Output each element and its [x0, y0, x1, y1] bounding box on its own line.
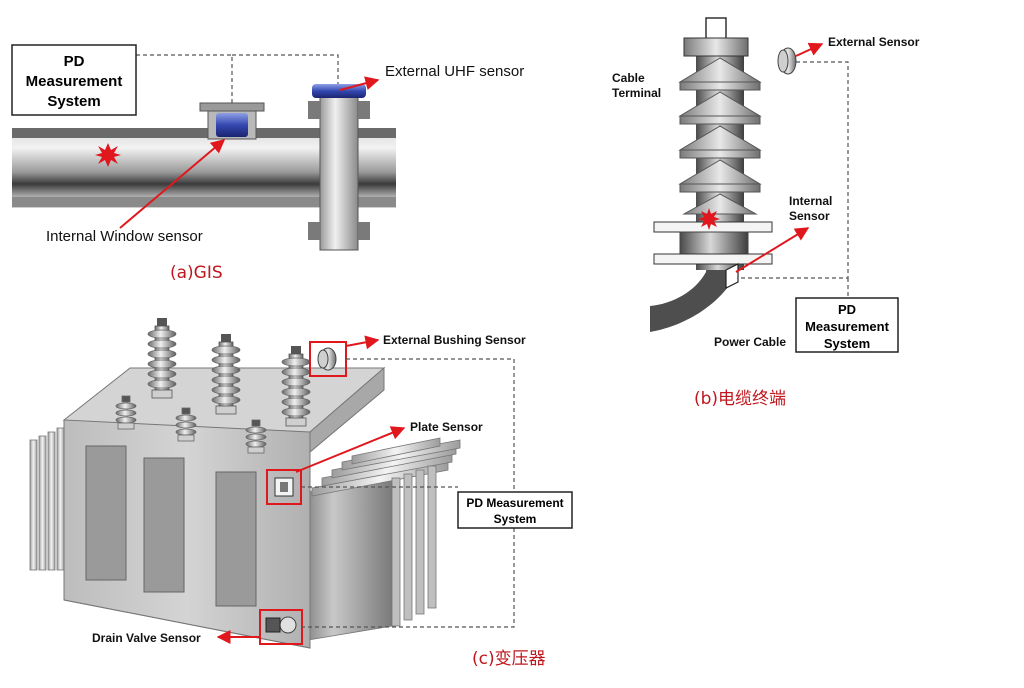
- gis-caption: (a)GIS: [170, 263, 223, 283]
- internal-window-label: Internal Window sensor: [46, 228, 203, 245]
- gis-pd-line2: Measurement: [26, 73, 123, 90]
- transformer-pd-box: [457, 491, 573, 529]
- cable-pd-line1: PD: [838, 302, 856, 317]
- gis-pipe-top-band: [12, 128, 396, 138]
- external-sensor-arrow: [795, 42, 824, 57]
- drain-valve-label: Drain Valve Sensor: [92, 631, 201, 645]
- internal-window-arrow: [119, 139, 226, 229]
- transformer-pd-line1: PD Measurement: [466, 496, 563, 510]
- gis-pipe-bottom-band: [12, 197, 396, 207]
- pd-spark-icon: [95, 143, 121, 167]
- gis-uhf-link: [232, 54, 339, 84]
- power-cable-label: Power Cable: [714, 335, 786, 349]
- tank-panel-2: [143, 457, 185, 593]
- external-uhf-label: External UHF sensor: [385, 63, 524, 80]
- bushing-link: [346, 358, 515, 492]
- right-radiator: [307, 437, 461, 641]
- gis-window-housing: [199, 102, 265, 140]
- gis-flange: [308, 84, 370, 251]
- cable-sensor-link: [740, 61, 849, 279]
- cable-terminal-label-1: Cable: [612, 71, 645, 85]
- cable-panel: External Sensor Cable Terminal Internal …: [612, 17, 920, 409]
- terminal-lower-plate: [653, 253, 773, 265]
- cable-pd-line2: Measurement: [805, 319, 889, 334]
- cable-caption: (b)电缆终端: [694, 389, 786, 409]
- external-uhf-arrow: [339, 76, 380, 91]
- cable-pd-line3: System: [824, 336, 870, 351]
- external-sensor-label: External Sensor: [828, 35, 920, 49]
- plate-sensor-label: Plate Sensor: [410, 420, 483, 434]
- tank-panel-3: [215, 471, 257, 607]
- tank-panel-1: [85, 445, 127, 581]
- external-bushing-label: External Bushing Sensor: [383, 333, 526, 347]
- drain-link: [302, 528, 515, 628]
- gis-pd-line3: System: [47, 93, 100, 110]
- gis-window-link: [136, 54, 233, 103]
- terminal-top-stud: [705, 17, 727, 41]
- insulator-sheds: [678, 57, 762, 215]
- hv-bushings: [147, 318, 311, 427]
- cable-terminal-label-2: Terminal: [612, 86, 661, 100]
- internal-sensor-icon: [725, 263, 739, 289]
- internal-sensor-label-1: Internal: [789, 194, 832, 208]
- plate-arrow: [295, 426, 406, 473]
- gis-pd-line1: PD: [64, 53, 85, 70]
- internal-sensor-arrow: [735, 227, 810, 273]
- bushing-arrow: [345, 335, 380, 350]
- cable-pd-box: [795, 297, 899, 353]
- gis-panel: PD Measurement System External UHF senso…: [11, 44, 524, 283]
- transformer-pd-line2: System: [494, 512, 537, 526]
- transformer-panel: External Bushing Sensor Plate Sensor Dra…: [29, 318, 573, 669]
- cable-pd-spark-icon: [698, 208, 720, 230]
- gis-pd-box: [11, 44, 137, 116]
- external-sensor-icon: [777, 47, 797, 75]
- internal-window-sensor-icon: [216, 113, 248, 137]
- lv-bushings: [115, 395, 267, 454]
- left-radiator: [29, 427, 65, 571]
- internal-sensor-label-2: Sensor: [789, 209, 830, 223]
- transformer-caption: (c)变压器: [472, 649, 546, 669]
